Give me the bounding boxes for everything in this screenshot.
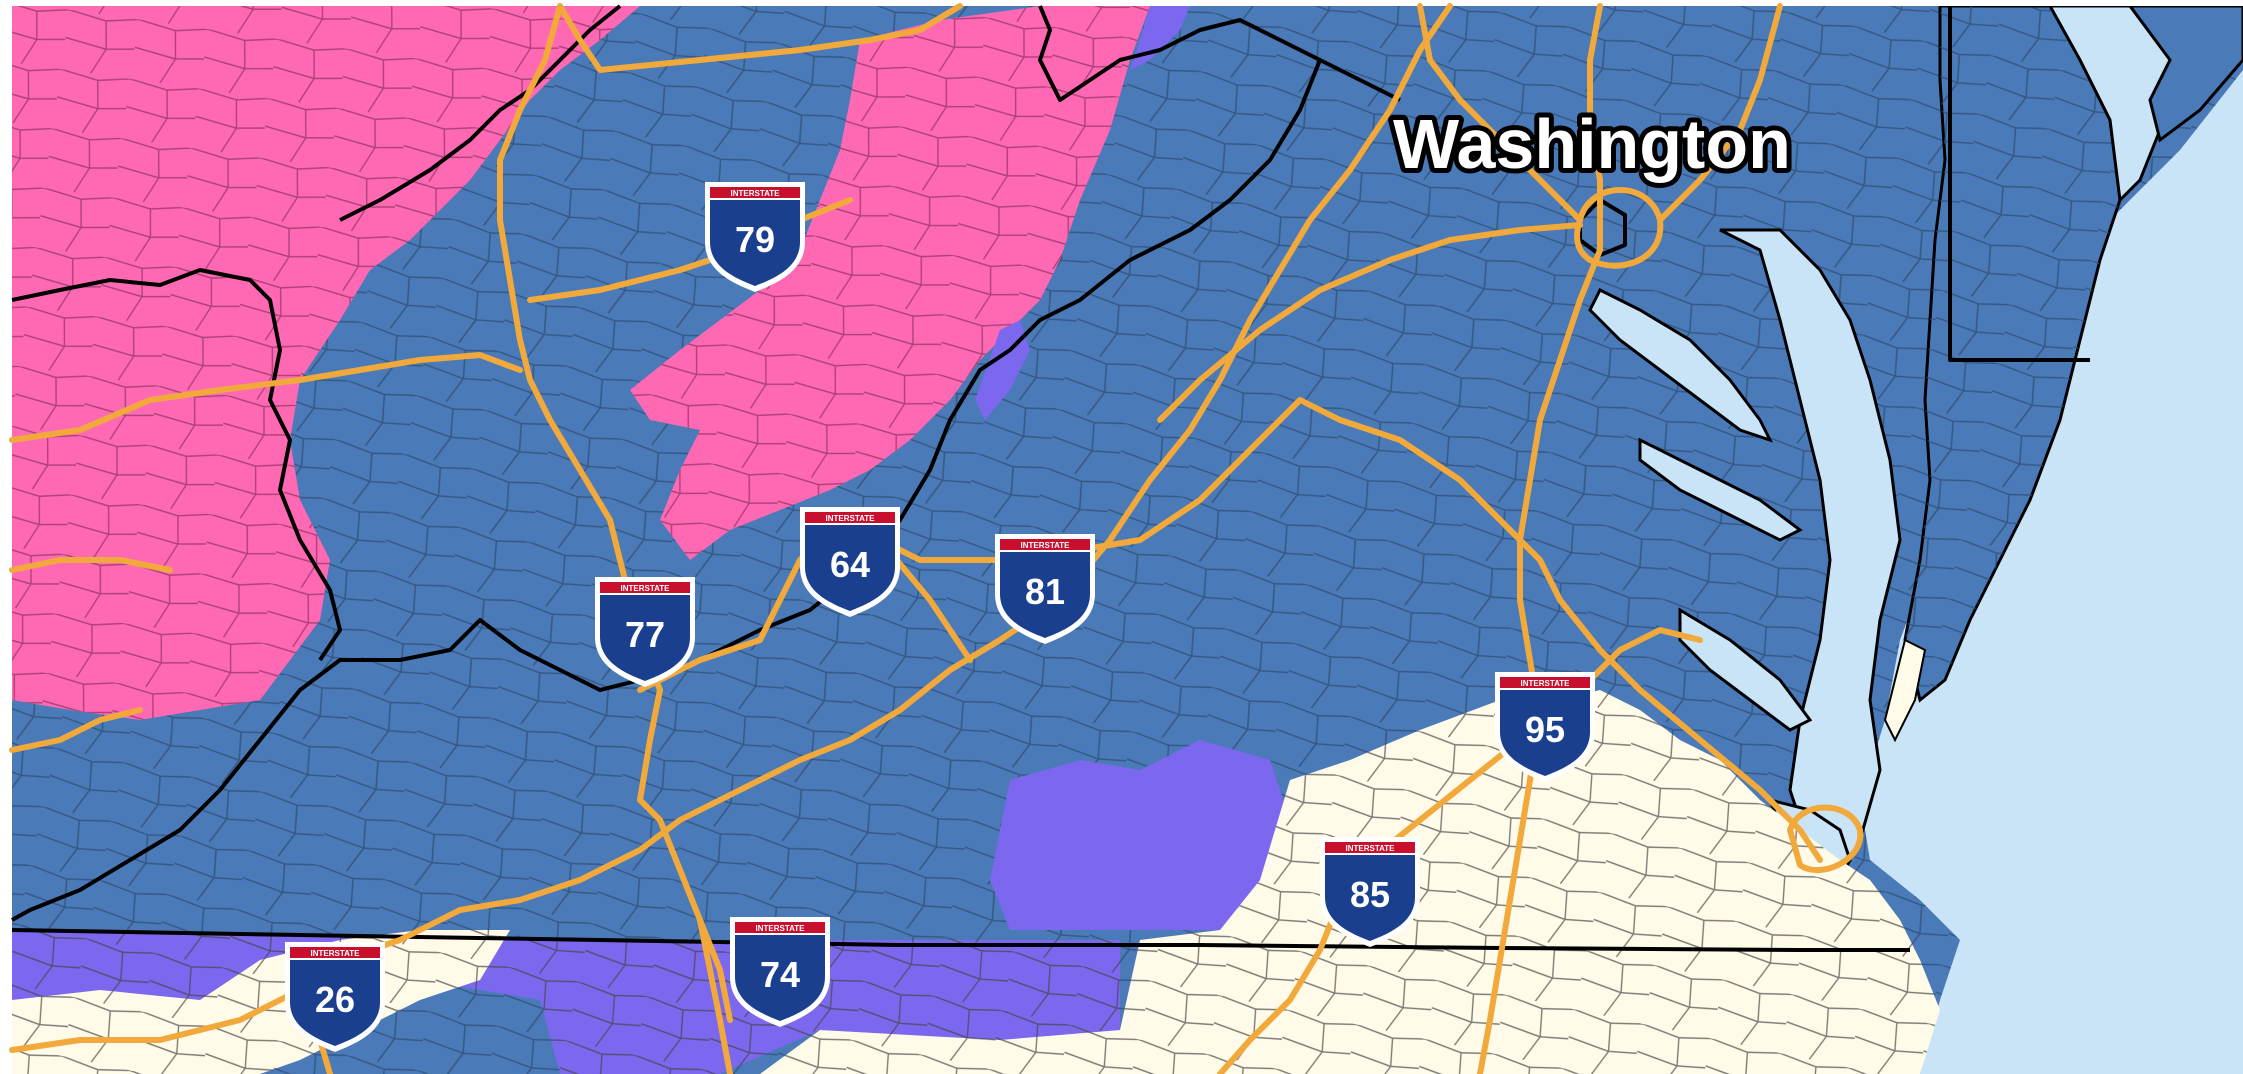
state-line-ohio-wv (11, 268, 342, 662)
york-james-estuary (1678, 607, 1813, 732)
new-jersey-shore (2127, 4, 2243, 143)
interstate-shield-26: INTERSTATE 26 (285, 942, 385, 1052)
road-i77 (637, 687, 733, 1074)
shield-body (1500, 690, 1590, 776)
shield-number: 81 (1025, 571, 1065, 612)
shield-band-text: INTERSTATE (1345, 844, 1395, 853)
shield-body (1000, 552, 1090, 638)
shield-body (290, 960, 380, 1046)
frame-left (0, 0, 12, 1074)
interstate-shield-85: INTERSTATE 85 (1320, 837, 1420, 947)
shield-number: 85 (1350, 874, 1390, 915)
shield-number: 64 (830, 544, 870, 585)
road-dc-beltway (1574, 187, 1664, 269)
interstate-shield-79: INTERSTATE 79 (705, 182, 805, 292)
watch-region-southside (990, 740, 1290, 930)
shield-band-text: INTERSTATE (310, 949, 360, 958)
shield-band-text: INTERSTATE (730, 189, 780, 198)
shield-number: 74 (760, 954, 800, 995)
shield-band (805, 512, 895, 523)
road-sw-spur (9, 707, 143, 753)
delmarva-texture (1905, 6, 2120, 700)
shield-band-text: INTERSTATE (825, 514, 875, 523)
interstate-shield-81: INTERSTATE 81 (995, 534, 1095, 644)
shield-number: 95 (1525, 709, 1565, 750)
warning-region-west-texture (12, 6, 640, 720)
shield-band-text: INTERSTATE (1520, 679, 1570, 688)
road-sw-spur-2 (9, 557, 173, 573)
road-i66 (1157, 222, 1583, 423)
shield-band-text: INTERSTATE (755, 924, 805, 933)
shield-number: 77 (625, 614, 665, 655)
road-i270 (1417, 3, 1583, 223)
shield-band (1000, 539, 1090, 550)
interstate-shield-74: INTERSTATE 74 (730, 917, 830, 1027)
shield-number: 79 (735, 219, 775, 260)
interstate-shield-77: INTERSTATE 77 (595, 577, 695, 687)
state-line-md-de (1948, 6, 2090, 362)
delmarva-shore-island (1883, 638, 1927, 743)
shield-band (1500, 677, 1590, 688)
shield-band (735, 922, 825, 933)
shield-band (290, 947, 380, 958)
city-label-washington: Washington (1393, 105, 1791, 183)
road-i95 (1477, 3, 1603, 1074)
shield-band (600, 582, 690, 593)
road-i74 (697, 917, 733, 1023)
road-i64-west (9, 352, 523, 443)
shield-body (600, 595, 690, 681)
shield-body (1325, 855, 1415, 941)
state-line-va-nc (11, 928, 1910, 952)
shield-band-text: INTERSTATE (1020, 541, 1070, 550)
warning-region-central-texture (630, 6, 1150, 560)
frame-top (0, 0, 2243, 6)
shield-band-text: INTERSTATE (620, 584, 670, 593)
interstate-shield-95: INTERSTATE 95 (1495, 672, 1595, 782)
shield-body (735, 935, 825, 1021)
road-i83 (1657, 3, 1783, 223)
shield-band (1325, 842, 1415, 853)
road-i81 (297, 3, 1453, 993)
shield-body (805, 525, 895, 611)
shield-body (710, 200, 800, 286)
road-i70-north (557, 3, 963, 73)
road-i40 (9, 987, 303, 1053)
shield-band (710, 187, 800, 198)
shield-number: 26 (315, 979, 355, 1020)
interstate-shield-64: INTERSTATE 64 (800, 507, 900, 617)
potomac-estuary (1588, 287, 1773, 443)
rappahannock-estuary (1638, 437, 1803, 542)
road-hampton-loop (1787, 804, 1864, 873)
